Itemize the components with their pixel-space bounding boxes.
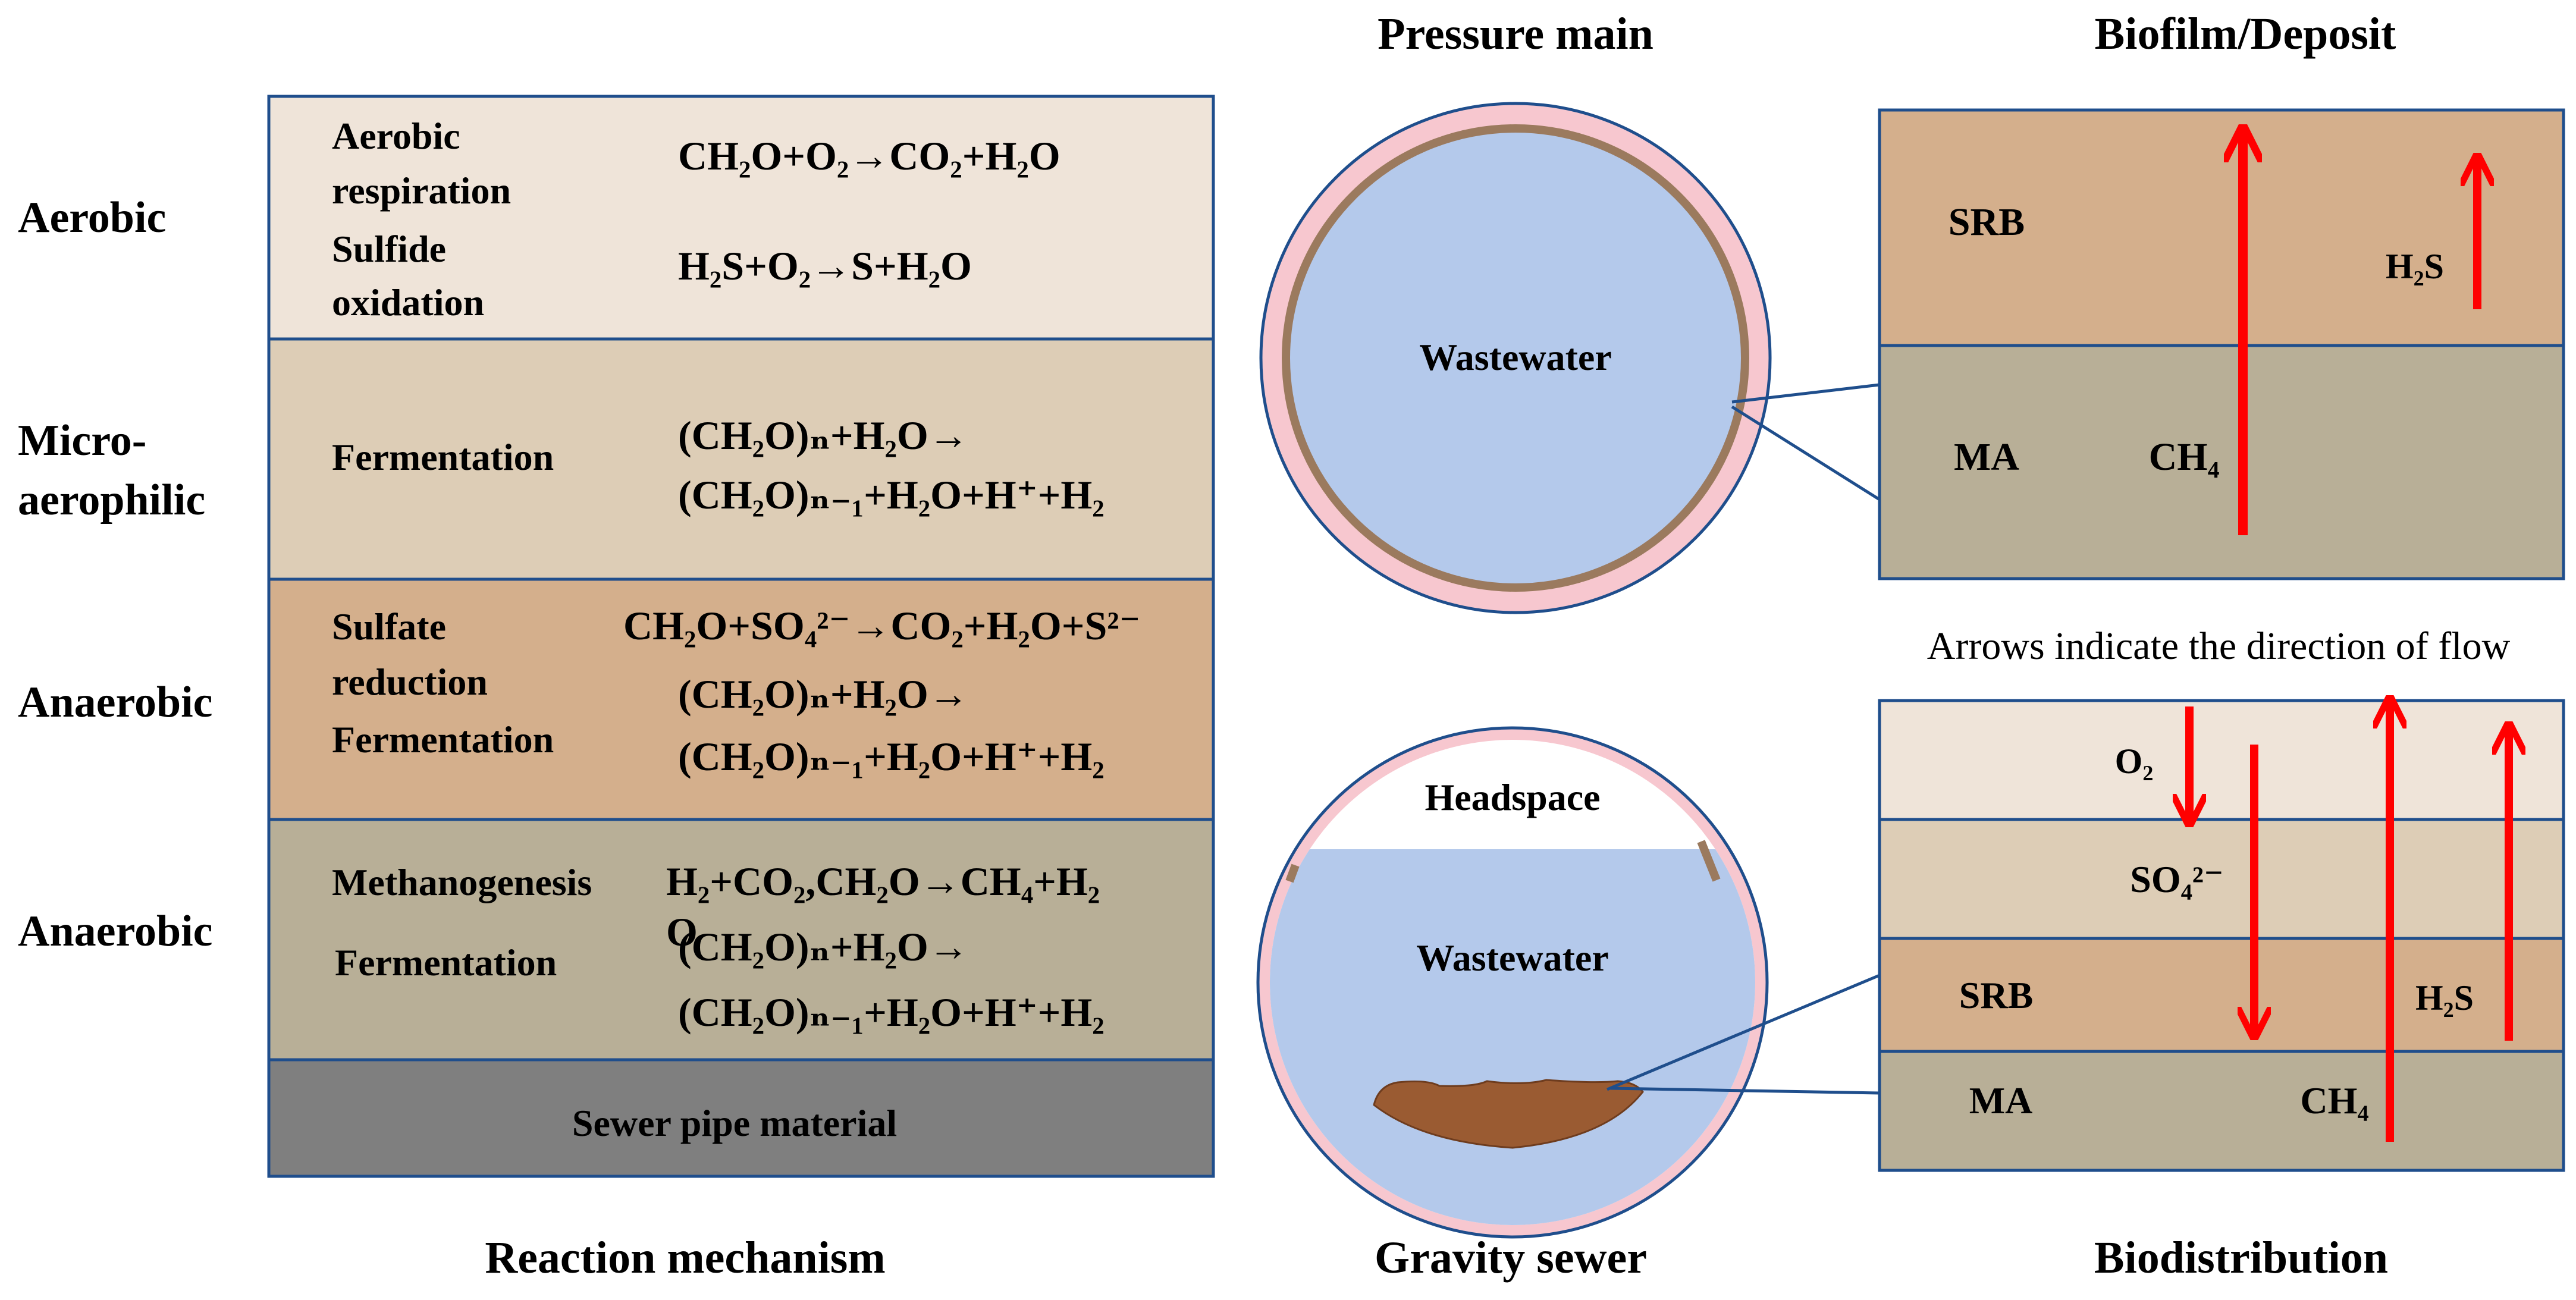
zone-label-aerobic: Aerobic [18, 193, 166, 242]
biodist-h2s-label: H₂S [2415, 978, 2474, 1018]
equation-methanogenesis-overflow: O [666, 909, 698, 954]
pressure-main-wastewater-label: Wastewater [1419, 336, 1611, 378]
biofilm-h2s-label: H₂S [2386, 247, 2444, 286]
pressure-main: Pressure main Wastewater [1259, 9, 1772, 614]
biodist-ch4-label: CH₄ [2300, 1079, 2368, 1122]
biodist-so4-label: SO₄²⁻ [2130, 858, 2224, 900]
gravity-sewer-sediment [1373, 1079, 1644, 1149]
zone-label-microaerophilic-1: Micro- [18, 416, 146, 465]
biodist-ma-label: MA [1969, 1079, 2033, 1122]
process-fermentation-1: Fermentation [332, 436, 554, 478]
gravity-sewer-wastewater-label: Wastewater [1416, 937, 1608, 979]
biodist-sulfate-layer [1878, 818, 2565, 940]
gravity-sewer-biofilm-right [1697, 840, 1721, 882]
process-fermentation-2: Fermentation [332, 718, 554, 761]
biodist-srb-label: SRB [1959, 974, 2034, 1016]
title-pressure-main: Pressure main [1378, 9, 1653, 59]
biofilm-ma-layer [1878, 344, 2565, 580]
process-sulfate-reduction-2: reduction [332, 661, 488, 703]
biofilm-deposit-panel: Biofilm/Deposit SRB H₂S MA CH₄ [1731, 9, 2565, 580]
zone-label-anaerobic-1: Anaerobic [18, 678, 213, 727]
pressure-main-biofilm-ring [1282, 124, 1749, 592]
process-aerobic-respiration-2: respiration [332, 169, 511, 212]
process-sulfide-oxidation-2: oxidation [332, 281, 484, 324]
equation-fermentation-2b: (CH₂O)ₙ₋₁+H₂O+H⁺+H₂ [678, 734, 1105, 779]
biofilm-ch4-label: CH₄ [2149, 435, 2220, 479]
equation-fermentation-1a: (CH₂O)ₙ+H₂O→ [678, 413, 969, 458]
biofilm-srb-layer [1878, 108, 2565, 347]
zone-label-microaerophilic-2: aerophilic [18, 476, 205, 525]
anaerobic-methanogenesis-layer [267, 818, 1215, 1062]
equation-aerobic-respiration: CH₂O+O₂→CO₂+H₂O [678, 133, 1060, 178]
connector-gravity-sewer-bottom [1610, 1087, 1880, 1095]
equation-fermentation-3a: (CH₂O)ₙ+H₂O→ [678, 924, 969, 969]
process-sulfide-oxidation-1: Sulfide [332, 228, 446, 270]
connector-pressure-main-top [1731, 383, 1880, 404]
connector-pressure-main-bottom [1731, 405, 1881, 501]
biodistribution-panel: O₂ SO₄²⁻ SRB H₂S MA CH₄ Biodistribution [1607, 699, 2565, 1283]
equation-fermentation-2a: (CH₂O)ₙ+H₂O→ [678, 671, 969, 717]
equation-sulfate-reduction: CH₂O+SO₄²⁻→CO₂+H₂O+S²⁻ [623, 603, 1141, 648]
process-methanogenesis: Methanogenesis [332, 861, 592, 903]
zone-label-anaerobic-2: Anaerobic [18, 907, 213, 956]
connector-gravity-sewer-top [1607, 974, 1880, 1091]
biodist-oxygen-layer [1878, 699, 2565, 821]
reaction-mechanism-panel: Aerobic Micro- aerophilic Anaerobic Anae… [18, 95, 1215, 1283]
process-sulfate-reduction-1: Sulfate [332, 605, 446, 648]
caption-gravity-sewer: Gravity sewer [1375, 1233, 1647, 1283]
process-aerobic-respiration-1: Aerobic [332, 115, 460, 157]
gravity-sewer-biofilm-left [1285, 863, 1300, 883]
pipe-material-label: Sewer pipe material [572, 1102, 897, 1144]
gravity-sewer: Headspace Wastewater Gravity sewer [1256, 726, 1769, 1283]
caption-reaction-mechanism: Reaction mechanism [485, 1233, 885, 1283]
gravity-sewer-water [1270, 849, 1755, 1225]
biodist-ma-layer [1878, 1050, 2565, 1172]
flow-direction-note: Arrows indicate the direction of flow [1927, 624, 2511, 668]
equation-methanogenesis: H₂+CO₂,CH₂O→CH₄+H₂ [666, 859, 1100, 904]
biodist-srb-layer [1878, 937, 2565, 1053]
equation-fermentation-1b: (CH₂O)ₙ₋₁+H₂O+H⁺+H₂ [678, 472, 1105, 517]
sewer-pipe-material-layer [267, 1058, 1215, 1178]
caption-biodistribution: Biodistribution [2094, 1233, 2388, 1283]
equation-fermentation-3b: (CH₂O)ₙ₋₁+H₂O+H⁺+H₂ [678, 990, 1105, 1035]
gravity-sewer-headspace-label: Headspace [1425, 776, 1600, 818]
anaerobic-sulfate-layer [267, 577, 1215, 821]
aerobic-layer [267, 95, 1215, 341]
process-fermentation-3: Fermentation [335, 941, 557, 984]
biofilm-srb-label: SRB [1949, 200, 2025, 244]
biofilm-ma-label: MA [1954, 435, 2019, 479]
equation-sulfide-oxidation: H₂S+O₂→S+H₂O [678, 243, 972, 288]
title-biofilm-deposit: Biofilm/Deposit [2095, 9, 2396, 59]
microaerophilic-layer [267, 337, 1215, 581]
biodist-o2-label: O₂ [2115, 742, 2154, 781]
